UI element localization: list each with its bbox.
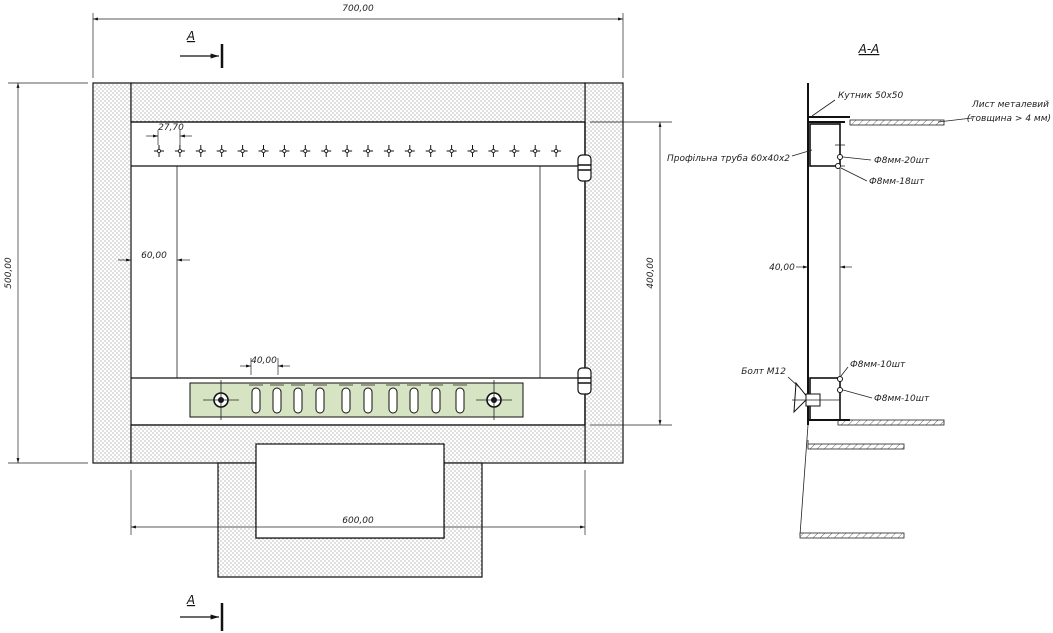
label-sheet-line1: Лист металевий (971, 100, 1049, 110)
front-view (92, 82, 624, 578)
plate-slot (313, 384, 327, 414)
sheet-bottom (799, 532, 905, 539)
dim-side-offset: 60,00 (141, 251, 167, 261)
hole-cross (279, 145, 290, 157)
hole-cross (363, 145, 373, 157)
sheet-top (849, 119, 945, 126)
label-profile-pipe: Профільна труба 60х40х2 (667, 154, 790, 164)
hole-cross (446, 145, 457, 157)
label-sheet-line2: (товщина > 4 мм) (967, 114, 1051, 124)
section-title: A-A (858, 42, 880, 56)
wing-bolt (792, 381, 840, 414)
base-opening (255, 443, 445, 539)
hole-cross (342, 145, 353, 157)
top-hole-row (154, 145, 562, 157)
frame-right (584, 82, 624, 464)
section-mark-top: A (180, 29, 224, 68)
hole-cross (321, 145, 332, 157)
dim-hole-pitch-top: 27,70 (158, 123, 184, 133)
hole-cross (300, 145, 311, 157)
label-hole-18: Ф8мм-18шт (869, 177, 925, 187)
hinge-bottom (577, 367, 592, 395)
label-hole-20: Ф8мм-20шт (874, 156, 930, 166)
hinge-top (577, 154, 592, 182)
dim-section-depth: 40,00 (769, 263, 795, 273)
plate-slot (361, 384, 375, 414)
label-hole-10b: Ф8мм-10шт (874, 394, 930, 404)
hole-cross (154, 145, 164, 157)
hole-cross (195, 145, 206, 157)
hole-cross (425, 145, 436, 157)
hole-cross (174, 145, 185, 157)
plate-slot (429, 384, 443, 414)
label-angle: Кутник 50х50 (838, 91, 903, 101)
section-view: A-A 40,00 (667, 42, 1051, 539)
section-mark-bottom: A (180, 593, 224, 631)
dimensions-front: 700,00 500,00 400,00 600,00 27,70 60,00 … (4, 4, 672, 535)
sheet-middle (837, 419, 945, 426)
frame-top (130, 82, 586, 123)
hole-cross (530, 145, 541, 157)
dim-base-width: 600,00 (342, 516, 374, 526)
plate-slot (270, 384, 284, 414)
plate-slot (453, 384, 467, 414)
frame-left (92, 82, 132, 464)
svg-text:A: A (186, 29, 195, 43)
slotted-plate (189, 382, 524, 418)
plate-slot (339, 384, 353, 414)
label-bolt: Болт М12 (741, 367, 786, 377)
hole-cross (467, 145, 478, 157)
hole-cross (383, 145, 394, 157)
hole-cross (404, 145, 415, 157)
plate-slot (291, 384, 305, 414)
angle-profile (807, 116, 850, 123)
dim-inner-height: 400,00 (646, 257, 656, 289)
dim-overall-width: 700,00 (342, 4, 374, 14)
hole-cross (237, 145, 248, 157)
dim-hole-pitch-bottom: 40,00 (251, 356, 277, 366)
plate-slot (386, 384, 400, 414)
sheet-lower (807, 443, 905, 450)
bolt-right (476, 380, 512, 420)
bolt-left (203, 380, 239, 420)
hole-cross (509, 145, 520, 157)
hole-cross (258, 145, 269, 157)
hole-cross (488, 145, 499, 157)
label-hole-10a: Ф8мм-10шт (850, 360, 906, 370)
plate-slot (249, 384, 263, 414)
dim-overall-height: 500,00 (4, 257, 14, 289)
hole-cross (551, 145, 562, 157)
plate-slot (407, 384, 421, 414)
svg-text:A: A (186, 593, 195, 607)
plate-slots (249, 384, 467, 414)
hole-cross (216, 145, 227, 157)
